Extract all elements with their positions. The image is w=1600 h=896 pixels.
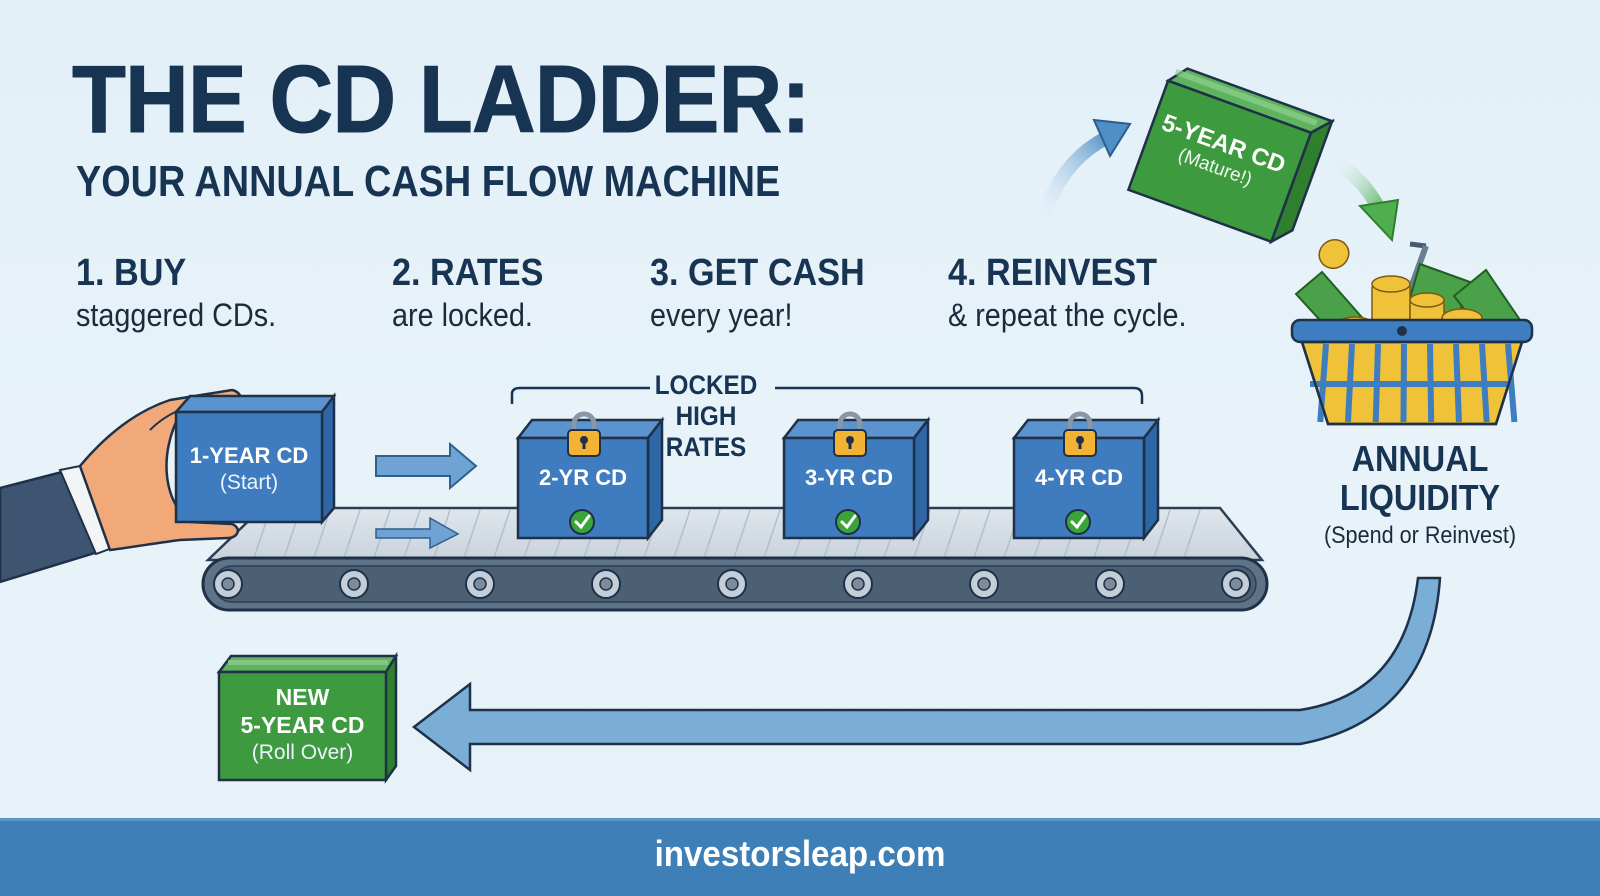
cd-1-year-sublabel: (Start)	[219, 471, 279, 494]
liquidity-line1: ANNUAL	[1351, 438, 1489, 479]
cd-1-year-label: 1-YEAR CD	[189, 443, 309, 468]
padlock-icon	[567, 411, 601, 457]
belt-slat	[493, 509, 511, 559]
belt-slat	[313, 509, 331, 559]
cd-rollover-sublabel: (Roll Over)	[251, 741, 354, 764]
reinvest-arc-arrow	[1035, 129, 1114, 225]
step-heading: 1. BUY	[76, 252, 187, 294]
checkmark-icon	[835, 509, 861, 535]
roller	[717, 569, 747, 599]
cd-box-1-year	[173, 392, 337, 526]
roller	[1095, 569, 1125, 599]
belt-slat	[763, 509, 781, 559]
payout-arrowhead	[1357, 198, 1400, 243]
cd-box-locked-3-year	[781, 411, 931, 542]
locked-bracket	[510, 386, 1144, 404]
step-description: staggered CDs.	[76, 296, 277, 333]
cd-4-year-label: 4-YR CD	[1034, 465, 1123, 490]
locked-high-rates-label: LOCKED HIGH RATES	[652, 370, 760, 463]
flow-arrow-lower	[375, 516, 460, 550]
page-title: THE CD LADDER:	[72, 46, 812, 153]
footer-site-link[interactable]: investorsleap.com	[654, 833, 946, 874]
step-heading: 3. GET CASH	[650, 252, 865, 294]
belt-slat	[673, 509, 691, 559]
locked-line: HIGH	[675, 401, 737, 432]
roller	[465, 569, 495, 599]
annual-liquidity-label: ANNUAL LIQUIDITY (Spend or Reinvest)	[1290, 438, 1550, 550]
padlock-icon	[833, 411, 867, 457]
locked-line: LOCKED	[654, 370, 758, 400]
roller	[1221, 569, 1251, 599]
roller	[843, 569, 873, 599]
locked-line: RATES	[665, 432, 747, 463]
cd-box-locked-2-year	[515, 411, 665, 542]
cash-basket-icon	[1290, 238, 1534, 426]
belt-slat	[703, 509, 721, 559]
checkmark-icon	[1065, 509, 1091, 535]
belt-slat	[463, 509, 481, 559]
hand-icon	[0, 388, 242, 584]
belt-slat	[1153, 509, 1171, 559]
liquidity-sublabel: (Spend or Reinvest)	[1323, 521, 1517, 549]
checkmark-icon	[569, 509, 595, 535]
step-reinvest: 4. REINVEST & repeat the cycle.	[948, 252, 1213, 334]
flow-arrow-upper	[375, 441, 478, 491]
step-description: & repeat the cycle.	[948, 296, 1187, 333]
step-description: every year!	[650, 296, 793, 333]
cd-rollover-line1: NEW	[275, 684, 330, 710]
step-rates: 2. RATES are locked.	[392, 252, 560, 334]
page-subtitle: YOUR ANNUAL CASH FLOW MACHINE	[76, 157, 781, 206]
step-description: are locked.	[392, 296, 533, 333]
cd-box-locked-4-year	[1011, 411, 1161, 542]
liquidity-line2: LIQUIDITY	[1339, 476, 1501, 518]
step-heading: 4. REINVEST	[948, 252, 1158, 294]
footer-bar: investorsleap.com	[0, 818, 1600, 896]
cd-box-5-year-mature	[1126, 67, 1336, 245]
belt-slat	[733, 509, 751, 559]
belt-slat	[973, 509, 991, 559]
cd-rollover-line2: 5-YEAR CD	[240, 712, 365, 738]
belt-slat	[343, 509, 361, 559]
roller	[591, 569, 621, 599]
cd-2-year-label: 2-YR CD	[538, 465, 627, 490]
step-buy: 1. BUY staggered CDs.	[76, 252, 298, 334]
reinvest-arc-arrowhead	[1092, 118, 1132, 159]
step-heading: 2. RATES	[392, 252, 544, 294]
rollover-return-arrow	[411, 576, 1442, 773]
cd-3-year-label: 3-YR CD	[804, 465, 893, 490]
belt-slat	[1183, 509, 1201, 559]
roller	[339, 569, 369, 599]
step-get-cash: 3. GET CASH every year!	[650, 252, 889, 334]
roller	[213, 569, 243, 599]
cd-box-5-year-rollover	[216, 651, 399, 784]
belt-slat	[943, 509, 961, 559]
padlock-icon	[1063, 411, 1097, 457]
conveyor-belt	[201, 506, 1269, 612]
roller	[969, 569, 999, 599]
